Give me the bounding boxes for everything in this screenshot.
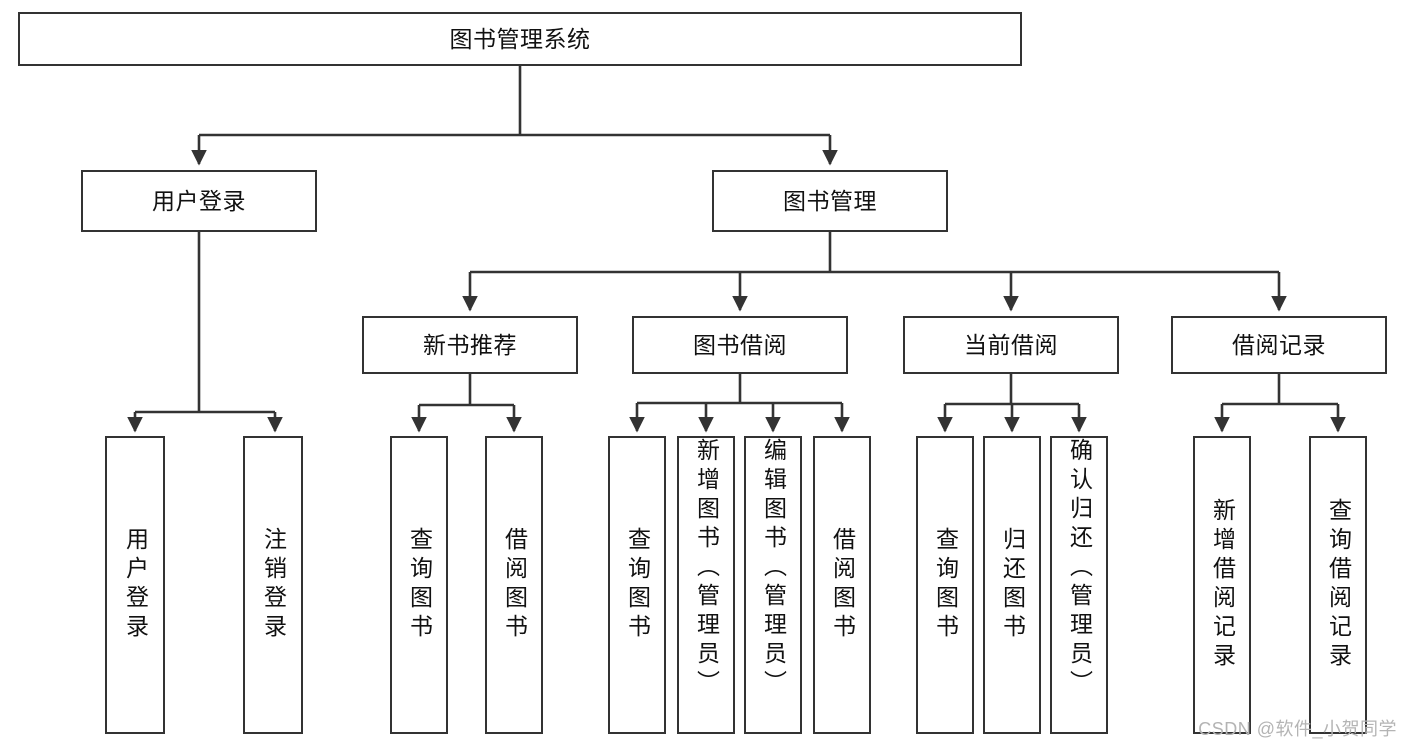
node-label: 确认归还（管理员） (1066, 438, 1093, 699)
node-label: 借阅图书 (501, 527, 528, 643)
node-label: 查询借阅记录 (1325, 498, 1352, 672)
node-label: 新增图书（管理员） (693, 438, 720, 699)
node-label: 查询图书 (624, 527, 651, 643)
leaf-logout-login[interactable]: 注销登录 (243, 436, 303, 734)
node-label: 用户登录 (122, 527, 149, 643)
node-user-login[interactable]: 用户登录 (81, 170, 317, 232)
node-book-management-system[interactable]: 图书管理系统 (18, 12, 1022, 66)
leaf-edit-book-admin[interactable]: 编辑图书（管理员） (744, 436, 802, 734)
node-label: 图书管理 (783, 187, 877, 214)
leaf-query-book-current[interactable]: 查询图书 (916, 436, 974, 734)
node-label: 编辑图书（管理员） (760, 438, 787, 699)
node-new-book-recommend[interactable]: 新书推荐 (362, 316, 578, 374)
leaf-return-book[interactable]: 归还图书 (983, 436, 1041, 734)
node-label: 借阅记录 (1232, 331, 1326, 358)
node-label: 归还图书 (999, 527, 1026, 643)
leaf-add-borrow-record[interactable]: 新增借阅记录 (1193, 436, 1251, 734)
node-book-borrow[interactable]: 图书借阅 (632, 316, 848, 374)
node-label: 用户登录 (152, 187, 246, 214)
leaf-query-book-borrow[interactable]: 查询图书 (608, 436, 666, 734)
node-label: 借阅图书 (829, 527, 856, 643)
node-book-management[interactable]: 图书管理 (712, 170, 948, 232)
leaf-confirm-return-admin[interactable]: 确认归还（管理员） (1050, 436, 1108, 734)
node-label: 图书管理系统 (449, 25, 591, 52)
leaf-user-login[interactable]: 用户登录 (105, 436, 165, 734)
node-label: 图书借阅 (693, 331, 787, 358)
node-label: 查询图书 (406, 527, 433, 643)
leaf-borrow-book-borrow[interactable]: 借阅图书 (813, 436, 871, 734)
node-label: 新增借阅记录 (1209, 498, 1236, 672)
node-label: 查询图书 (932, 527, 959, 643)
watermark: CSDN @软件_小贺同学 (1198, 719, 1397, 739)
node-current-borrow[interactable]: 当前借阅 (903, 316, 1119, 374)
leaf-query-book-new[interactable]: 查询图书 (390, 436, 448, 734)
node-label: 当前借阅 (964, 331, 1058, 358)
node-label: 新书推荐 (423, 331, 517, 358)
leaf-add-book-admin[interactable]: 新增图书（管理员） (677, 436, 735, 734)
leaf-borrow-book-new[interactable]: 借阅图书 (485, 436, 543, 734)
node-borrow-record[interactable]: 借阅记录 (1171, 316, 1387, 374)
node-label: 注销登录 (260, 527, 287, 643)
leaf-query-borrow-record[interactable]: 查询借阅记录 (1309, 436, 1367, 734)
